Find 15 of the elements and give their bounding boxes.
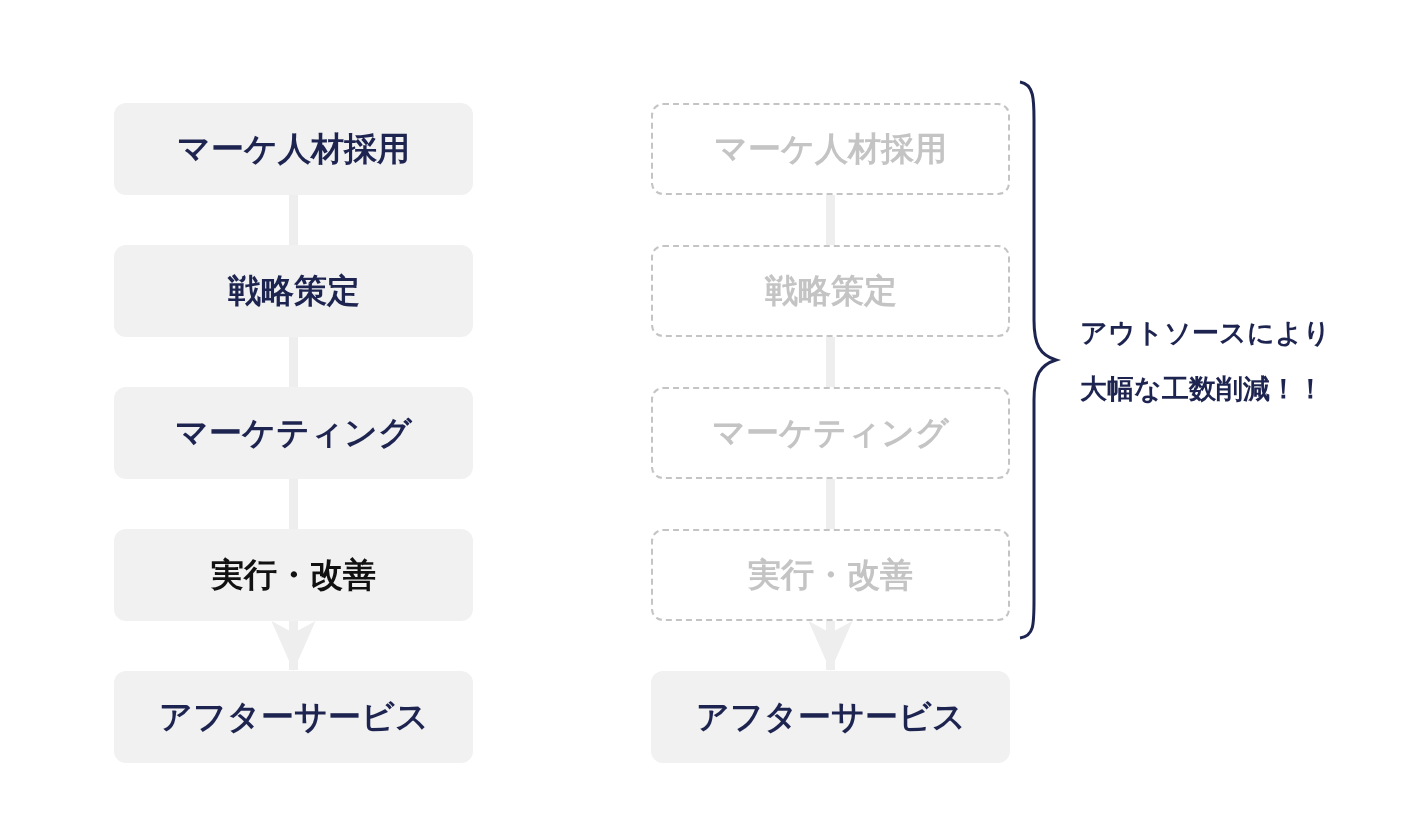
dashed-step-box: マーケ人材採用 xyxy=(651,103,1010,195)
step-box: 戦略策定 xyxy=(114,245,473,337)
connector-line xyxy=(826,195,835,245)
dashed-step-box: 戦略策定 xyxy=(651,245,1010,337)
step-box: マーケ人材採用 xyxy=(114,103,473,195)
connector-line xyxy=(826,337,835,387)
step-box: 実行・改善 xyxy=(114,529,473,621)
step-box: マーケティング xyxy=(114,387,473,479)
step-box: アフターサービス xyxy=(651,671,1010,763)
connector-line xyxy=(826,479,835,529)
arrow xyxy=(808,621,853,671)
dashed-step-box: マーケティング xyxy=(651,387,1010,479)
dashed-step-box: 実行・改善 xyxy=(651,529,1010,621)
step-box: アフターサービス xyxy=(114,671,473,763)
note-text: アウトソースにより大幅な工数削減！！ xyxy=(1080,316,1332,406)
